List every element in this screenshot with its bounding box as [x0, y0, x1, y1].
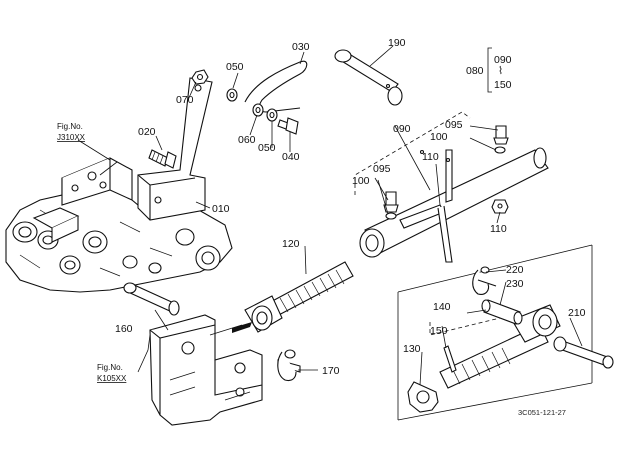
washer-060: [252, 103, 264, 117]
label-090a: 090: [393, 123, 411, 135]
arrow-pointer: [232, 322, 252, 333]
nut-110: [491, 199, 509, 214]
bushing-230: [481, 299, 523, 325]
label-040: 040: [282, 151, 300, 163]
grease-fitting-095a: [383, 191, 399, 213]
explode-box-outline: [397, 244, 593, 421]
label-100a: 100: [352, 175, 370, 187]
label-190: 190: [388, 37, 406, 49]
label-210: 210: [568, 307, 586, 319]
ref-callout-top: Fig.No. J310XX: [57, 122, 86, 142]
label-170: 170: [322, 365, 340, 377]
label-080: 080: [466, 65, 484, 77]
hydraulic-block-assembly: [5, 157, 233, 293]
washer-050a: [226, 88, 238, 102]
dashed-bracket-top: [354, 111, 471, 195]
top-link-assembly: [407, 304, 561, 413]
pin-160: [123, 282, 180, 316]
pin-210: [553, 336, 614, 369]
lower-link-bracket: [149, 314, 263, 426]
label-050b: 050: [258, 142, 276, 154]
label-230: 230: [506, 278, 524, 290]
lynch-pin-170: [277, 349, 301, 382]
nut-070: [191, 69, 209, 85]
label-120: 120: [282, 238, 300, 250]
label-110a: 110: [422, 151, 439, 163]
lift-rod-120: [244, 261, 354, 333]
ref-top-line2: J310XX: [57, 133, 86, 142]
label-140: 140: [433, 301, 451, 313]
label-220: 220: [506, 264, 524, 276]
ref-top-line1: Fig.No.: [57, 122, 83, 131]
label-010: 010: [212, 203, 230, 215]
label-095b: 095: [445, 119, 463, 131]
ref-callout-bottom: Fig.No. K105XX: [97, 363, 127, 383]
washer-050b: [266, 108, 278, 122]
label-050a: 050: [226, 61, 244, 73]
label-020: 020: [138, 126, 156, 138]
nut-100b: [494, 146, 506, 154]
drawing-code: 3C051-121-27: [518, 408, 566, 417]
leader-lines: [77, 45, 583, 386]
label-150b: 150: [494, 79, 512, 91]
label-150a: 150: [430, 325, 448, 337]
label-070: 070: [176, 94, 194, 106]
label-100b: 100: [430, 131, 448, 143]
label-090b: 090: [494, 54, 512, 66]
label-110b: 110: [490, 223, 507, 235]
ref-bottom-line2: K105XX: [97, 374, 127, 383]
bolt-040: [277, 117, 299, 135]
label-095a: 095: [373, 163, 391, 175]
range-080: 080 090 ⌇ 150: [466, 47, 512, 93]
label-060: 060: [238, 134, 256, 146]
label-160: 160: [115, 323, 133, 335]
spring-pin-150: [443, 345, 457, 373]
grease-fitting-095b: [493, 125, 509, 145]
range-separator: ⌇: [498, 65, 503, 77]
pin-190: [334, 49, 403, 106]
ref-bottom-line1: Fig.No.: [97, 363, 123, 372]
spring-pin-030: [244, 60, 308, 113]
label-030: 030: [292, 41, 310, 53]
bracket-010: [137, 77, 213, 221]
lift-shaft-090: [359, 147, 549, 263]
label-130: 130: [403, 343, 421, 355]
nut-100a: [385, 212, 397, 220]
bolt-020: [148, 149, 177, 169]
